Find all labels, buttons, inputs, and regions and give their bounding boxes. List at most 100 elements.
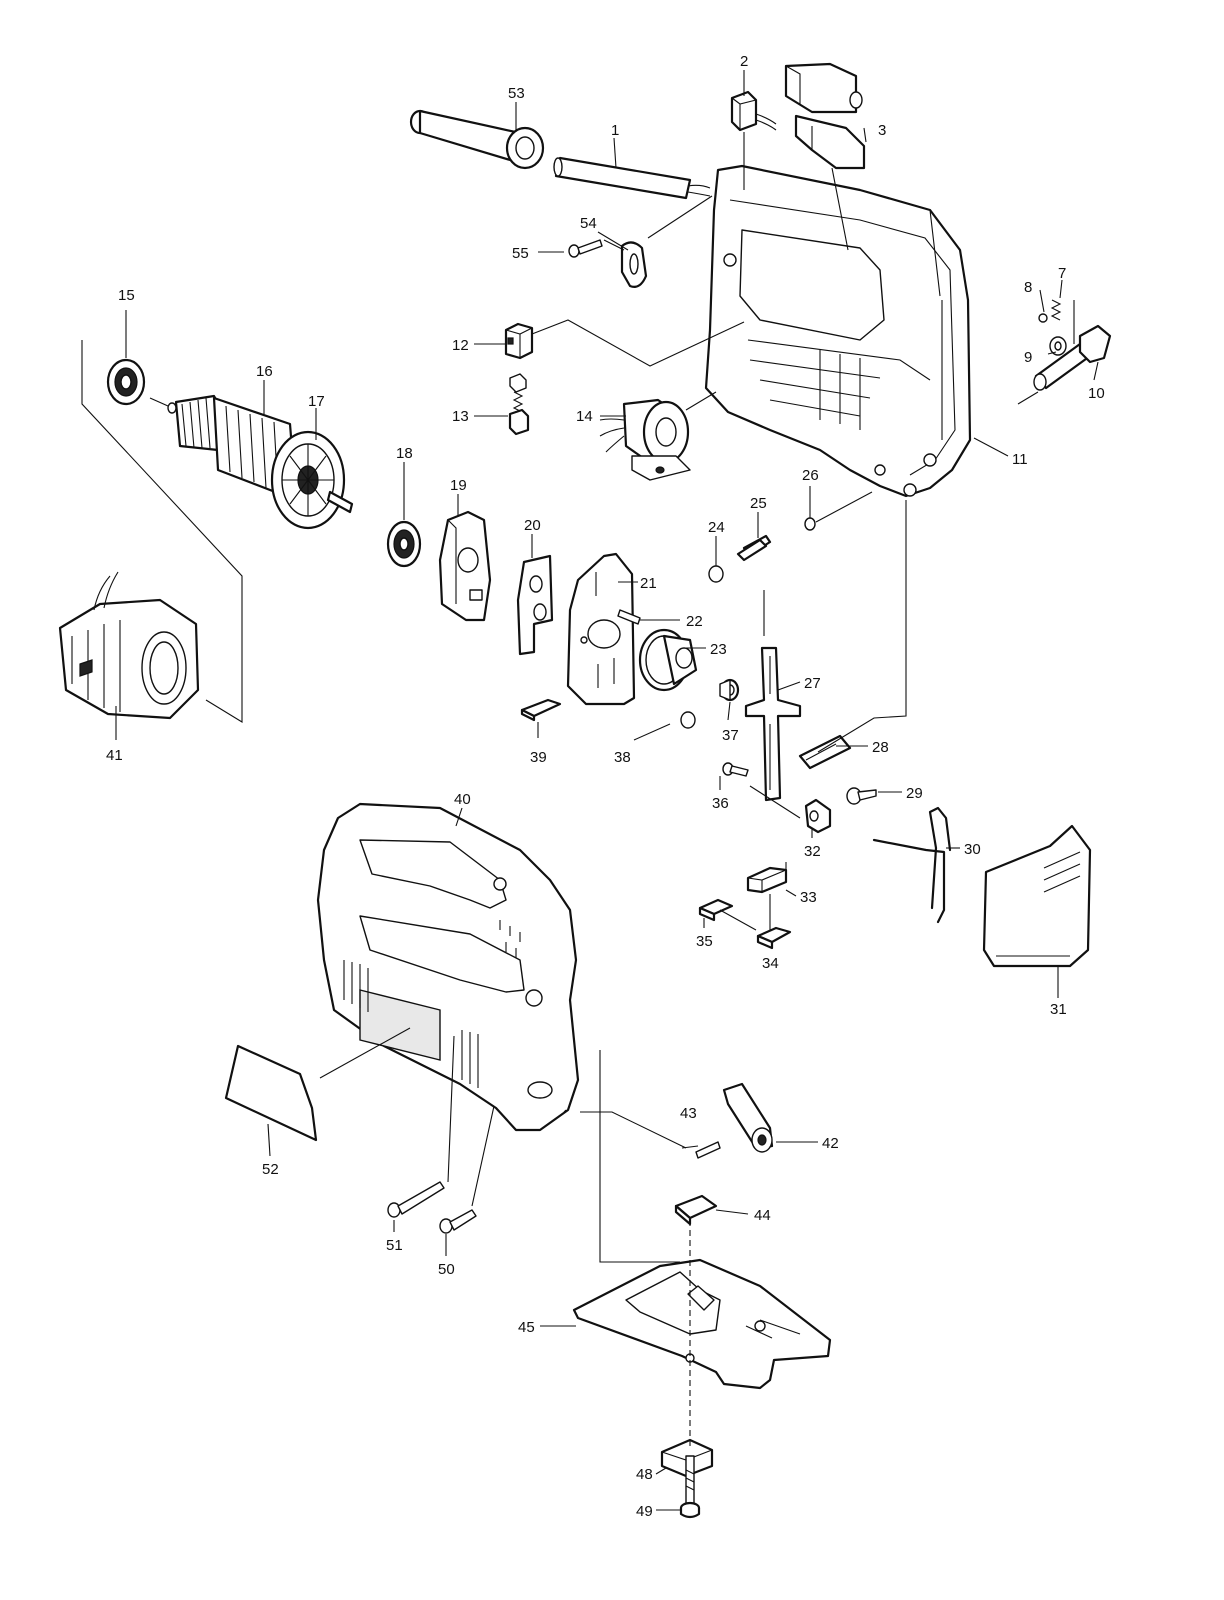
part-10-lever-drawing [1033,324,1112,391]
part-54-cord-guard-drawing [620,241,648,288]
part-1-cord-drawing [553,156,711,200]
part-23-gear-drawing [638,628,698,692]
part-27-slider-drawing [744,646,802,802]
leader-lines [81,70,1099,1511]
part-44-plate-drawing [674,1194,718,1226]
part-label-41: 41 [106,747,123,764]
part-label-17: 17 [308,393,325,410]
part-label-10: 10 [1088,385,1105,402]
part-label-24: 24 [708,519,725,536]
part-29-screw-drawing [846,787,877,805]
part-49-bolt-drawing [679,1455,701,1519]
part-13-carbon-brush-drawing [508,373,530,436]
part-label-22: 22 [686,613,703,630]
part-label-53: 53 [508,85,525,102]
part-40-housing-drawing [316,802,580,1132]
part-42-roller-drawing [722,1082,774,1153]
part-label-45: 45 [518,1319,535,1336]
part-label-13: 13 [452,408,469,425]
part-label-34: 34 [762,955,779,972]
part-3-switch-drawing [784,62,866,170]
part-label-39: 39 [530,749,547,766]
part-label-2: 2 [740,53,748,70]
part-label-49: 49 [636,1503,653,1520]
part-12-brush-holder-drawing [504,322,534,360]
part-33-block-drawing [746,866,788,894]
part-26-ring-drawing [804,517,816,531]
part-label-26: 26 [802,467,819,484]
part-label-29: 29 [906,785,923,802]
part-label-48: 48 [636,1466,653,1483]
part-label-27: 27 [804,675,821,692]
part-51-screw-drawing [387,1181,445,1218]
part-label-32: 32 [804,843,821,860]
part-labels: 1 2 3 7 8 9 10 11 12 13 14 15 16 17 18 1… [106,53,1105,1520]
part-34-pad-drawing [756,926,792,950]
part-label-37: 37 [722,727,739,744]
part-31-cover-drawing [982,824,1092,968]
part-8-ball-drawing [1038,313,1048,323]
part-45-base-drawing [572,1258,832,1390]
part-7-spring-drawing [1050,299,1062,321]
part-11-housing-drawing [704,164,972,498]
part-2-block-drawing [730,90,777,132]
part-label-38: 38 [614,749,631,766]
part-label-20: 20 [524,517,541,534]
part-label-43: 43 [680,1105,697,1122]
part-label-40: 40 [454,791,471,808]
part-9-washer-drawing [1049,336,1067,356]
part-19-bearing-housing-drawing [438,510,492,622]
part-label-33: 33 [800,889,817,906]
part-label-21: 21 [640,575,657,592]
part-18-bearing-drawing [386,520,422,568]
part-label-1: 1 [611,122,619,139]
part-21-guide-plate-drawing [566,552,636,706]
part-label-52: 52 [262,1161,279,1178]
part-label-18: 18 [396,445,413,462]
part-label-36: 36 [712,795,729,812]
part-label-44: 44 [754,1207,771,1224]
part-22-pin-drawing [617,609,641,625]
part-label-25: 25 [750,495,767,512]
part-50-screw-drawing [439,1209,477,1234]
part-label-23: 23 [710,641,727,658]
part-label-19: 19 [450,477,467,494]
part-label-35: 35 [696,933,713,950]
part-39-spacer-drawing [520,698,562,722]
part-37-bushing-drawing [719,678,740,702]
part-52-label-drawing [224,1044,318,1142]
part-24-oring-drawing [708,565,724,583]
part-label-3: 3 [878,122,886,139]
part-label-12: 12 [452,337,469,354]
part-label-51: 51 [386,1237,403,1254]
part-label-54: 54 [580,215,597,232]
part-17-fan-drawing [270,430,354,530]
part-label-8: 8 [1024,279,1032,296]
part-label-11: 11 [1012,451,1028,468]
part-41-field-drawing [58,571,200,720]
part-label-42: 42 [822,1135,839,1152]
part-label-30: 30 [964,841,981,858]
part-30-wire-drawing [872,806,952,924]
part-label-50: 50 [438,1261,455,1278]
part-label-15: 15 [118,287,135,304]
part-15-bearing-drawing [106,358,146,406]
part-35-pad-drawing [698,898,734,922]
part-14-controller-drawing [599,398,691,481]
part-label-9: 9 [1024,349,1032,366]
part-label-7: 7 [1058,265,1066,282]
part-36-screw-drawing [722,762,749,777]
part-label-31: 31 [1050,1001,1067,1018]
part-53-handle-drawing [409,109,545,170]
part-label-16: 16 [256,363,273,380]
part-label-14: 14 [576,408,593,425]
part-43-pin-drawing [695,1141,721,1159]
part-28-guide-drawing [798,734,852,770]
part-38-washer-drawing [680,711,696,729]
part-32-holder-drawing [804,798,832,834]
part-55-screw-drawing [568,239,603,258]
part-label-55: 55 [512,245,529,262]
part-25-rod-drawing [736,534,772,562]
part-label-28: 28 [872,739,889,756]
